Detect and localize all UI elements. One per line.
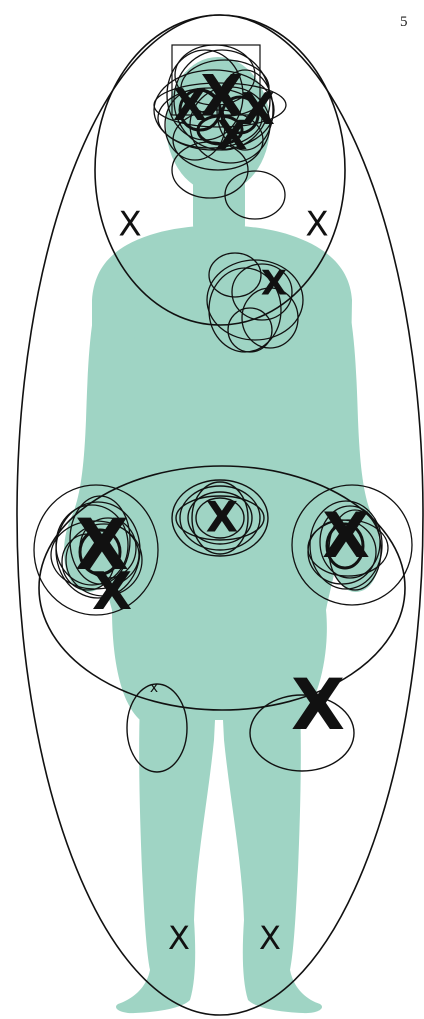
left-knee-small-x-mark: x (150, 680, 158, 696)
right-foot-x-mark: X (259, 919, 281, 957)
head-cluster-x-mark-4: X (217, 113, 248, 159)
pelvis-x-mark: X (206, 493, 238, 542)
right-knee-x-mark: X (291, 664, 345, 746)
chest-x-mark: X (261, 264, 287, 304)
shoulder-right-x-mark: X (305, 205, 328, 245)
left-hand-x-mark-2: X (92, 562, 132, 622)
shoulder-left-x-mark: X (118, 205, 141, 245)
left-foot-x-mark: X (168, 919, 190, 957)
silhouette-left-leg (116, 700, 216, 1013)
right-hand-x-mark: X (322, 499, 370, 572)
head-cluster-x-mark-2: X (173, 80, 207, 131)
